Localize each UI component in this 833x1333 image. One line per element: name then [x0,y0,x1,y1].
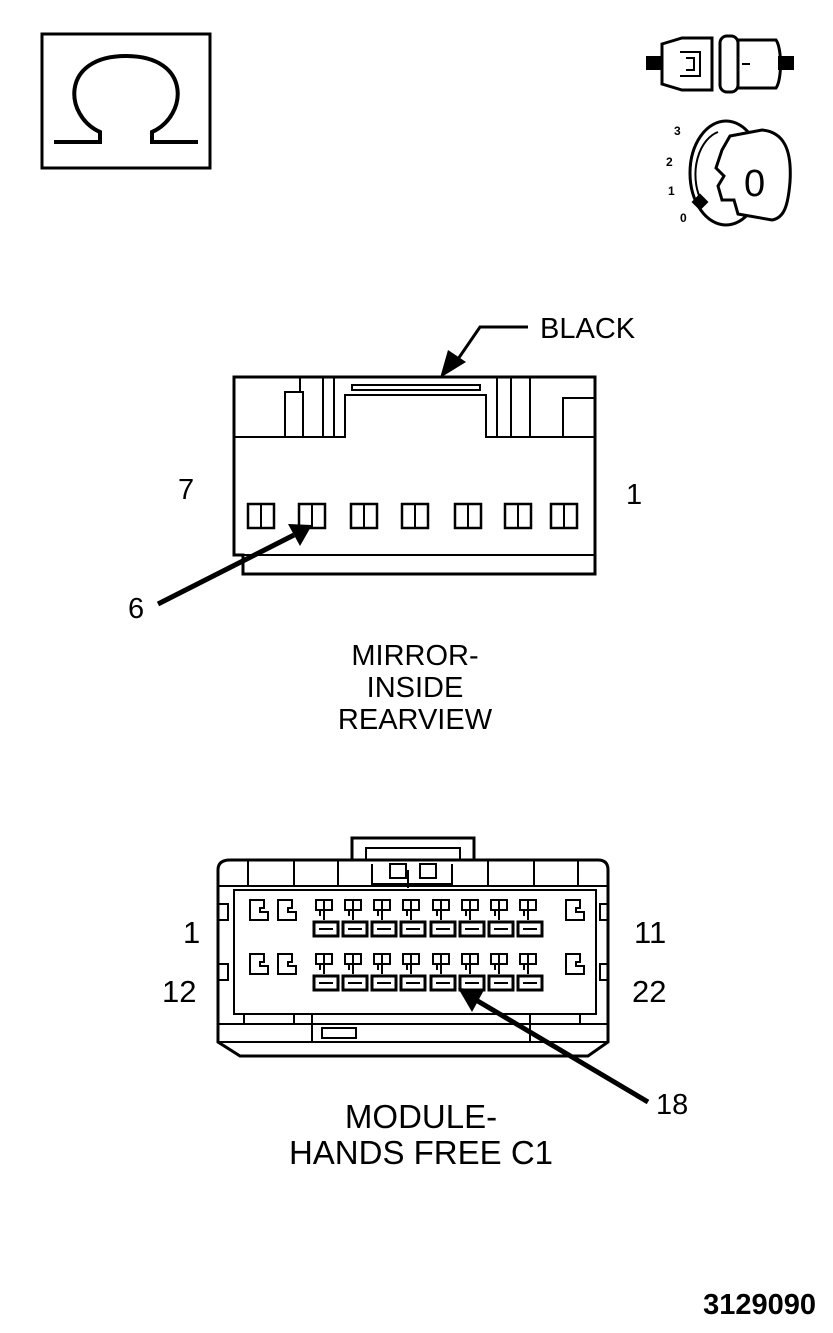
module-cavity-small [565,953,585,975]
mirror-title-line-3: REARVIEW [338,704,493,736]
module-terminal [516,899,544,938]
mirror-title-line-1: MIRROR- [351,640,478,672]
module-connector [216,836,610,1058]
module-terminal [458,953,486,992]
module-terminal [399,899,427,938]
ignition-position-3: 3 [674,124,681,138]
module-terminal [370,953,398,992]
module-title-line-2: HANDS FREE C1 [289,1134,553,1171]
module-connector-title: MODULE- HANDS FREE C1 [289,1098,553,1171]
module-cavity-small [249,899,269,921]
ignition-key-label: 0 [744,163,765,205]
module-terminal [429,953,457,992]
ignition-position-0: 0 [680,211,687,225]
module-pin-bottom-right-label: 22 [632,974,666,1009]
mirror-cavity-row [246,502,579,530]
module-cavity-small [249,953,269,975]
connector-color-label: BLACK [540,313,636,345]
mirror-cavity [503,502,533,530]
mirror-cavity [549,502,579,530]
mirror-cavity [453,502,483,530]
module-terminal [429,899,457,938]
module-cavity-small [565,899,585,921]
mirror-pin-callout-arrow [156,524,312,607]
mirror-pin-left-label: 7 [178,474,194,506]
module-terminal [341,899,369,938]
module-cavity-small [277,953,297,975]
module-terminal [312,953,340,992]
mirror-title-line-2: INSIDE [367,672,464,704]
module-pin-callout-arrow [458,988,650,1105]
mirror-pin-right-label: 1 [626,479,642,511]
mirror-cavity [246,502,276,530]
module-cavity-small [277,899,297,921]
module-terminal [312,899,340,938]
module-title-line-1: MODULE- [345,1098,497,1135]
module-terminal [399,953,427,992]
module-terminal [487,899,515,938]
ignition-key-icon: 3 2 1 0 0 [666,119,792,227]
module-pin-top-right-label: 11 [634,915,666,950]
module-terminal [370,899,398,938]
module-pin-bottom-left-label: 12 [162,974,196,1009]
module-terminal [487,953,515,992]
module-terminal [516,953,544,992]
module-callout-pin-label: 18 [656,1089,688,1121]
module-terminal [341,953,369,992]
mirror-cavity [297,502,327,530]
ohm-symbol-icon [40,32,212,170]
mirror-connector-title: MIRROR- INSIDE REARVIEW [338,640,493,736]
mirror-cavity [349,502,379,530]
mirror-connector [232,375,597,576]
ignition-position-1: 1 [668,184,675,198]
mirror-callout-pin-label: 6 [128,593,144,625]
black-callout: BLACK [440,313,636,378]
ignition-position-2: 2 [666,155,673,169]
disconnected-connector-icon [646,34,794,94]
figure-number: 3129090 [703,1289,816,1321]
module-terminal [458,899,486,938]
module-cavity-grid [249,899,585,992]
mirror-cavity [400,502,430,530]
module-pin-top-left-label: 1 [183,915,200,950]
